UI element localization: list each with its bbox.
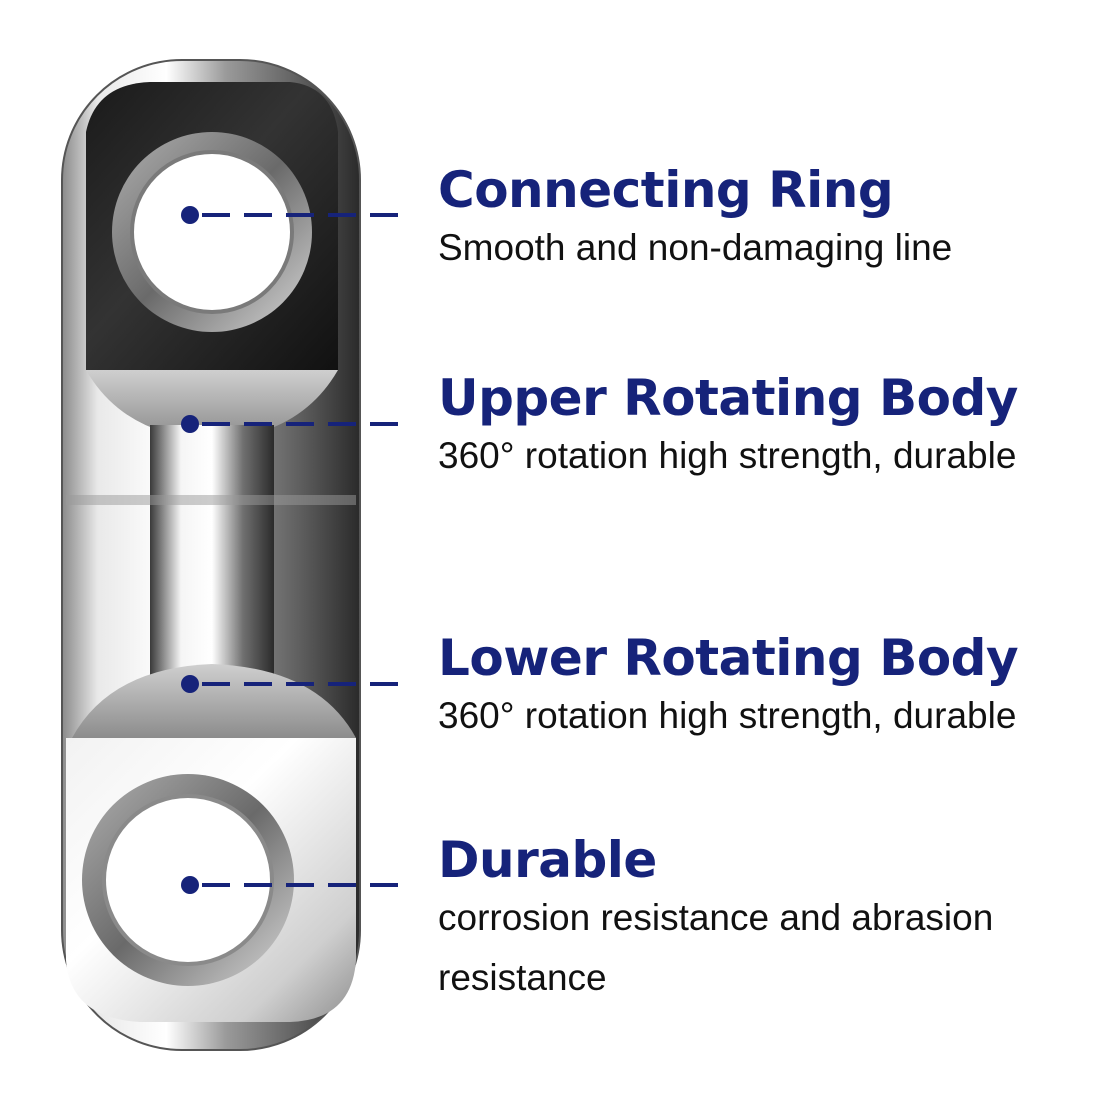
swivel-connector-image (61, 59, 361, 1051)
feature-title: Durable (438, 831, 657, 889)
feature-description: corrosion resistance and abrasion resist… (438, 897, 994, 998)
feature-title: Connecting Ring (438, 161, 894, 219)
feature-description: 360° rotation high strength, durable (438, 695, 1017, 736)
feature-description: Smooth and non-damaging line (438, 227, 953, 268)
feature-description: 360° rotation high strength, durable (438, 435, 1017, 476)
feature-connecting-ring: Connecting Ring Smooth and non-damaging … (438, 160, 1078, 278)
feature-title: Upper Rotating Body (438, 369, 1018, 427)
feature-durable: Durable corrosion resistance and abrasio… (438, 830, 1078, 1008)
feature-title: Lower Rotating Body (438, 629, 1019, 687)
feature-lower-rotating-body: Lower Rotating Body 360° rotation high s… (438, 628, 1078, 746)
feature-upper-rotating-body: Upper Rotating Body 360° rotation high s… (438, 368, 1078, 486)
